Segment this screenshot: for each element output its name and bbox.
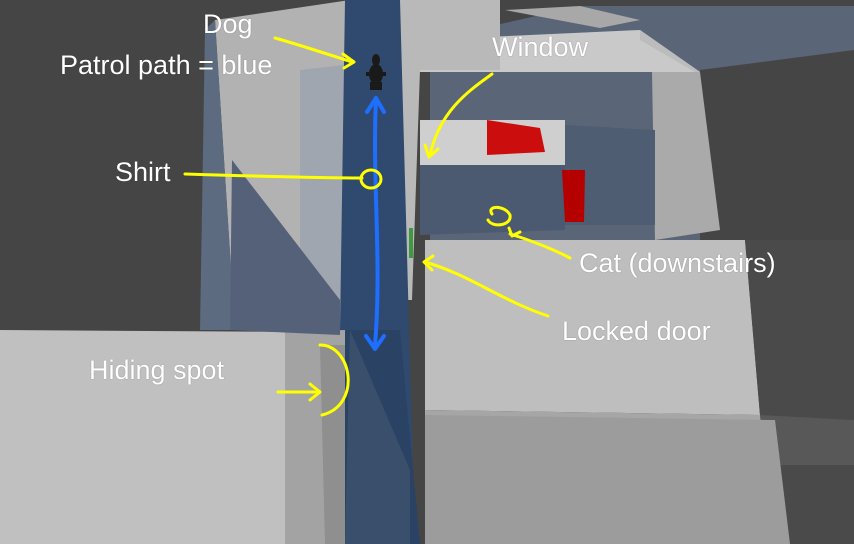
- dog-label: Dog: [203, 9, 253, 39]
- locked-door-strip: [409, 228, 413, 258]
- red-stairs-lower: [562, 170, 585, 222]
- patrol-path-label: Patrol path = blue: [60, 50, 272, 80]
- locked-door-label: Locked door: [562, 316, 711, 346]
- hiding-spot-label: Hiding spot: [89, 355, 224, 385]
- cat-label: Cat (downstairs): [579, 248, 776, 278]
- window-label: Window: [492, 32, 588, 62]
- bottom-right-block: [425, 415, 790, 544]
- shirt-label: Shirt: [115, 157, 171, 187]
